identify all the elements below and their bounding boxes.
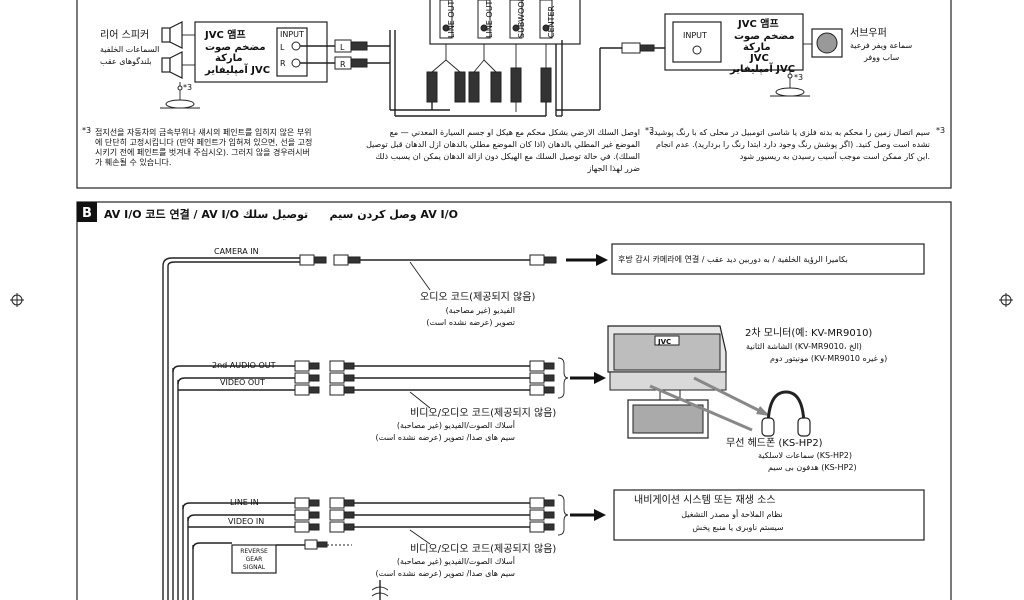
- camera-in-label: CAMERA IN: [214, 247, 259, 256]
- arrow-icon: [596, 254, 608, 266]
- out-label-2: LINE OUT: [485, 0, 494, 38]
- line-in-label: LINE IN: [230, 498, 259, 507]
- section-badge-letter: B: [82, 206, 92, 221]
- jack-l: [291, 41, 301, 51]
- section-title: AV I/O 코드 연결 / AV I/O توصيل سلك: [104, 207, 308, 221]
- note-ko-line: 시키기 전에 페인트를 벗겨내 주십시오). 그러지 않을 경우러시버: [95, 147, 310, 157]
- audio-cord-ko: 오디오 코드(제공되지 않음): [420, 291, 535, 303]
- video-in-label: VIDEO IN: [228, 517, 264, 526]
- av-in-cable: [294, 494, 569, 536]
- ch-r-label: R: [280, 59, 286, 68]
- out-label-4: CENTER: [547, 5, 556, 38]
- cord2-fa: سيم های صدا/ تصوير (عرضه نشده است): [375, 433, 515, 442]
- amp-left-line: ماركة: [215, 53, 243, 64]
- audio-cord-ar: الفيديو (غير مصاحبة): [446, 306, 515, 315]
- jack-r: [291, 58, 301, 68]
- camera-target-text: 후방 감시 카메라에 연결 / بكاميرا الرؤية الخلفية /…: [618, 254, 848, 264]
- amp-left-line: آمپلیفایر JVC: [204, 63, 270, 76]
- audio-cord-fa: تصوير (عرضه نشده است): [426, 318, 515, 327]
- nav-source-box: [613, 489, 925, 541]
- headphone-fa: هدفون بی سيم (KS-HP2): [768, 463, 857, 472]
- arrow-icon: [594, 509, 606, 521]
- plug-r: R: [340, 60, 346, 69]
- note-fa-line: اين كار ممكن است موجب آسيب رسيدن به ريسي…: [740, 151, 930, 161]
- amp-right-line: JVC 앰프: [737, 18, 779, 30]
- amp-right-line: مضخم صوت: [734, 31, 795, 42]
- note-ar-line: السلك). في حالة توصيل السلك مع الهيكل دو…: [375, 152, 640, 161]
- nav-ar: نظام الملاحة أو مصدر التشغيل: [681, 509, 783, 519]
- note-fa-line: نشده است وصل كنيد. (اگر پوشش رنگ وجود دا…: [656, 139, 930, 149]
- note-fa-line: سيم اتصال زمين را محكم به بدنه فلزی يا ش…: [650, 127, 931, 137]
- rear-speaker-label: 리어 스피커: [100, 29, 149, 41]
- cord3-ko: 비디오/오디오 코드(제공되지 않음): [410, 543, 556, 555]
- reverse-gear-line: GEAR: [246, 556, 263, 563]
- ground-icon-right: [775, 87, 805, 97]
- av-out-cable: [294, 357, 569, 399]
- monitor-ko: 2차 모니터(예: KV-MR9010): [745, 327, 872, 339]
- camera-target-box: [611, 243, 925, 275]
- amp-right-input-label: INPUT: [683, 31, 707, 40]
- registration-mark-right: [999, 293, 1013, 307]
- second-audio-out-label: 2nd AUDIO OUT: [212, 361, 276, 370]
- note-fa-mark: *3: [936, 126, 945, 135]
- ch-l-label: L: [280, 43, 285, 52]
- monitor-ar: الشاشة الثانية (KV-MR9010، الخ): [746, 342, 862, 351]
- amp-left-line: مضخم صوت: [205, 42, 266, 53]
- nav-ko: 내비게이션 시스템 또는 재생 소스: [634, 494, 776, 506]
- amp-left-input-label: INPUT: [280, 30, 304, 39]
- note-ko-mark: *3: [82, 126, 91, 135]
- arrow-icon: [756, 406, 770, 416]
- headphones-icon: [761, 390, 811, 437]
- note-ar-line: الموضع غير المطلي بالدهان (اذا كان الموض…: [366, 140, 640, 149]
- ground-icon-left: [165, 99, 195, 109]
- cord3-fa: سيم های صدا/ تصوير (عرضه نشده است): [375, 569, 515, 578]
- top-panel-frame: [76, 0, 952, 189]
- cord3-ar: أسلاك الصوت/الفيديو (غير مصاحبة): [397, 556, 515, 566]
- cord2-ko: 비디오/오디오 코드(제공되지 않음): [410, 407, 556, 419]
- out-label-3: SUBWOOFER: [517, 0, 526, 38]
- note-ko-line: 접지선을 자동차의 금속부위나 섀시의 페인트를 입히지 않은 부위: [95, 127, 312, 137]
- subwoofer-label: 서브우퍼: [850, 27, 887, 39]
- amp-right-line: JVC: [749, 53, 769, 64]
- section-b-frame: [76, 201, 952, 600]
- nav-fa: سيستم ناوبری يا منبع پخش: [692, 523, 784, 532]
- subwoofer-ar: سماعة ويفر فرعية: [850, 41, 912, 50]
- rear-speaker-icon: [161, 21, 183, 79]
- note-ar-line: ضرر لهذا الجهاز: [586, 164, 640, 173]
- note-ar-mark: *3: [645, 126, 654, 135]
- rca-plugs: [426, 44, 552, 103]
- harness: [162, 257, 389, 600]
- amp-left-line: JVC 앰프: [204, 29, 246, 41]
- note-ko-line: 에 단단히 고정시킵니다 (만약 페인트가 입혀져 있으면, 선을 고정: [95, 137, 312, 147]
- rear-speaker-ar: السماعات الخلفية: [100, 45, 159, 54]
- second-monitor-icon: [607, 325, 727, 439]
- reverse-gear-line: REVERSE: [240, 548, 268, 555]
- registration-mark-left: [10, 293, 24, 307]
- video-out-label: VIDEO OUT: [220, 378, 265, 387]
- arrow-icon: [594, 372, 606, 384]
- note-ko-line: 가 훼손될 수 있습니다.: [95, 157, 171, 167]
- headphone-ar: سماعات لاسلكية (KS-HP2): [758, 451, 852, 460]
- camera-cable: [299, 254, 557, 266]
- amp-right-line: ماركة: [743, 42, 771, 53]
- ground-mark-right: *3: [794, 73, 803, 82]
- section-badge: [77, 202, 97, 222]
- headphone-ko: 무선 헤드폰 (KS-HP2): [726, 437, 823, 449]
- cord2-ar: أسلاك الصوت/الفيديو (غير مصاحبة): [397, 420, 515, 430]
- rear-speaker-fa: بلندگوهای عقب: [100, 56, 152, 66]
- reverse-gear-box: [231, 544, 277, 574]
- receiver-rear-panel: [429, 0, 581, 45]
- plug-l: L: [340, 43, 345, 52]
- jvc-logo: JVC: [657, 338, 671, 346]
- reverse-gear-line: SIGNAL: [243, 564, 266, 571]
- subwoofer-fa: ساب ووفر: [863, 53, 899, 62]
- ground-mark-left: *3: [183, 83, 192, 92]
- section-title-fa: وصل كردن سيم AV I/O: [329, 208, 458, 221]
- amp-right-line: آمپلیفایر JVC: [729, 62, 795, 75]
- monitor-fa: مونيتور دوم (KV-MR9010 و غيره): [770, 354, 887, 363]
- note-ar-line: اوصل السلك الارضي بشكل محكم مع هيكل او ج…: [390, 128, 640, 137]
- out-label-1: LINE OUT: [447, 0, 456, 38]
